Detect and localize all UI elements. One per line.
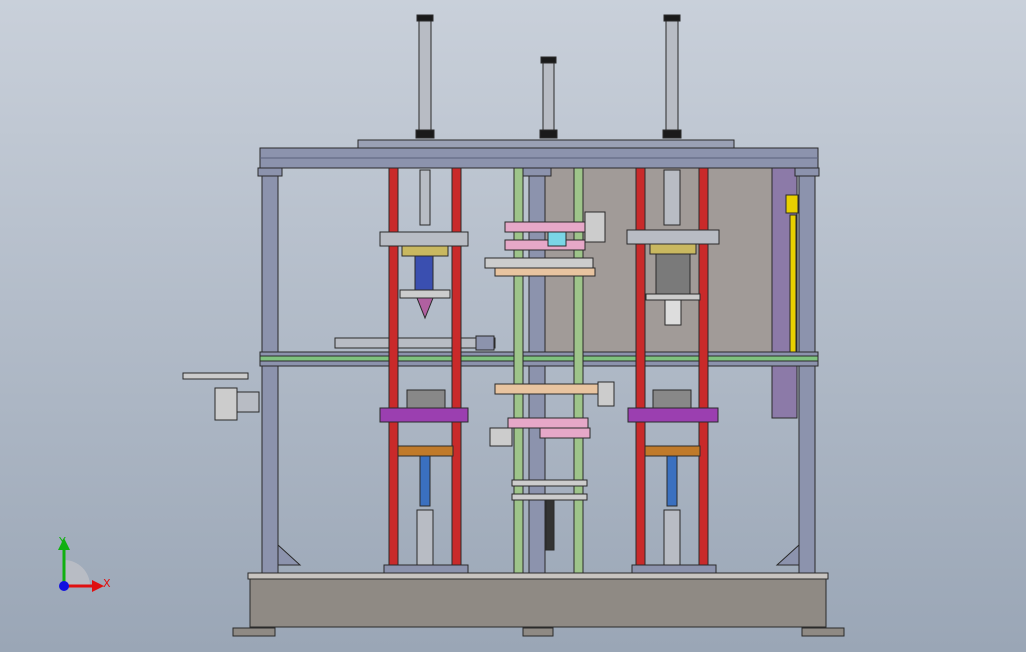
yellow-strip	[789, 214, 797, 356]
foot-right	[801, 627, 845, 637]
base-top	[247, 572, 829, 580]
orientation-triad[interactable]: Y X	[58, 535, 111, 592]
left-lower-station	[379, 389, 469, 574]
frame-column-right	[798, 167, 816, 574]
base-block	[249, 578, 827, 628]
yellow-block	[785, 194, 799, 214]
x-axis-label: X	[103, 577, 111, 590]
center-upper-mechanism	[484, 211, 606, 277]
left-upper-station	[379, 169, 469, 320]
frame-column-left	[261, 167, 279, 574]
top-mount-plate	[357, 139, 735, 149]
foot-left	[232, 627, 276, 637]
y-axis-label: Y	[58, 535, 66, 548]
machine-model[interactable]	[182, 14, 845, 637]
linear-actuator	[334, 337, 496, 349]
triad-arc	[64, 560, 90, 586]
red-column-3	[635, 167, 646, 574]
red-column-2	[451, 167, 462, 574]
right-upper-station	[626, 169, 720, 326]
middle-green-rail	[259, 355, 819, 362]
right-lower-station	[627, 389, 719, 574]
foot-center	[522, 627, 554, 637]
red-column-4	[698, 167, 709, 574]
left-side-bracket	[182, 372, 260, 421]
red-column-1	[388, 167, 399, 574]
center-lower-mechanism	[489, 381, 615, 551]
top-cylinders	[415, 14, 682, 139]
z-axis-dot	[59, 581, 69, 591]
